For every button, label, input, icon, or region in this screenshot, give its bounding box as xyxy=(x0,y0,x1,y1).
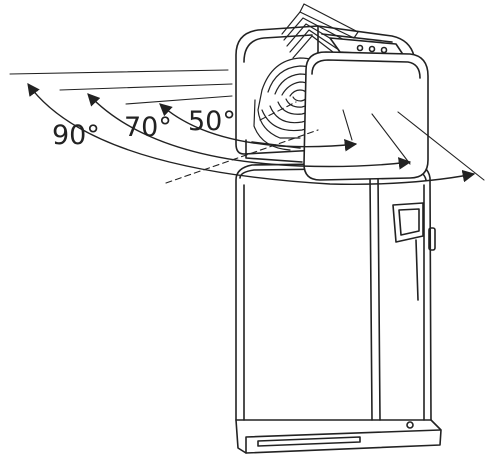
arc-70 xyxy=(87,93,412,170)
label-70: 70° xyxy=(124,112,172,143)
arc-50 xyxy=(159,103,358,152)
label-50: 50° xyxy=(188,106,236,137)
handle-window xyxy=(392,202,424,243)
arc-90 xyxy=(27,82,476,185)
tower-body xyxy=(235,162,436,429)
label-90: 90° xyxy=(52,120,100,151)
base-plate xyxy=(235,419,442,454)
